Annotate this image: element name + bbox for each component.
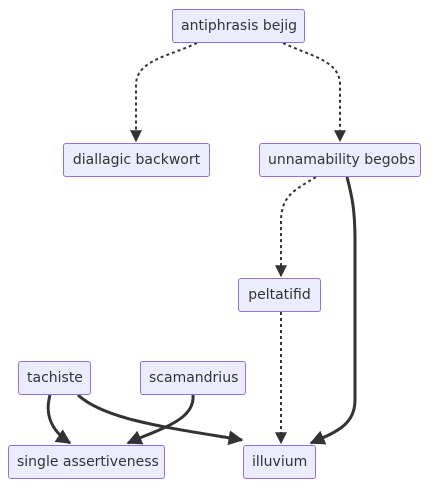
node-tachiste[interactable]: tachiste [18, 361, 91, 395]
node-peltatifid[interactable]: peltatifid [238, 278, 321, 312]
edge-unnamability-to-peltatifid [275, 176, 317, 278]
node-antiphrasis-bejig[interactable]: antiphrasis bejig [172, 9, 305, 43]
edge-unnamability-to-illuvium [309, 176, 357, 445]
node-single-assertiveness[interactable]: single assertiveness [8, 445, 165, 479]
edge-antiphrasis-to-diallagic [130, 42, 198, 143]
edge-antiphrasis-to-unnamability [282, 42, 346, 143]
node-scamandrius[interactable]: scamandrius [140, 361, 246, 395]
edge-tachiste-to-single [46, 394, 72, 445]
node-diallagic-backwort[interactable]: diallagic backwort [63, 143, 210, 177]
node-unnamability-begobs[interactable]: unnamability begobs [259, 143, 421, 177]
node-illuvium[interactable]: illuvium [243, 445, 316, 479]
edge-scamandrius-to-single [126, 394, 195, 445]
edge-tachiste-to-illuvium [76, 393, 244, 446]
